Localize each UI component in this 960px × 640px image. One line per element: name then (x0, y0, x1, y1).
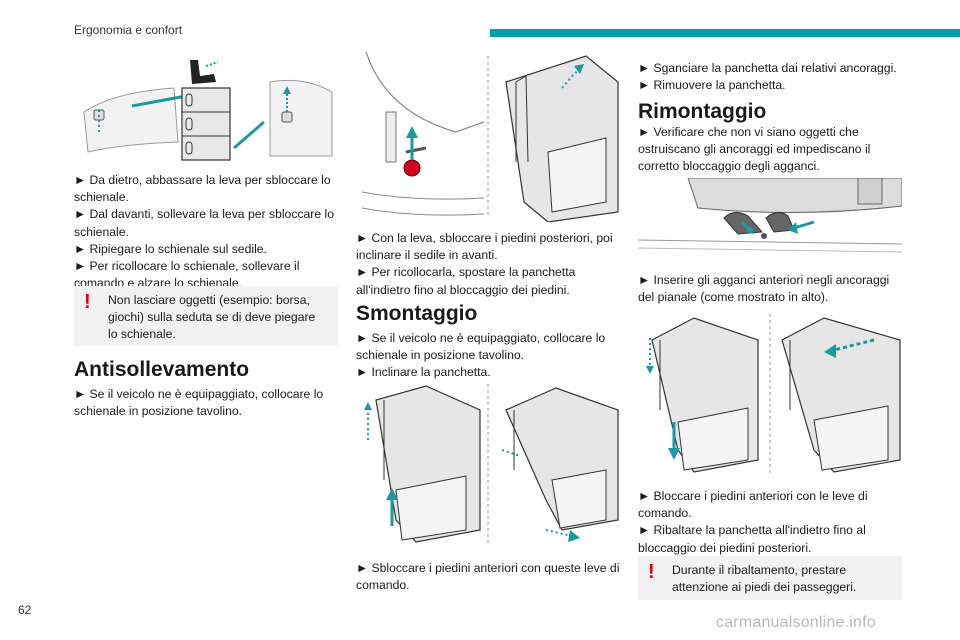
page-number: 62 (18, 603, 32, 617)
running-header: Ergonomia e confort (74, 23, 183, 37)
col3-steps4: ► Bloccare i piedini anteriori con le le… (638, 488, 904, 557)
warning-text: Non lasciare oggetti (esempio: borsa, gi… (108, 293, 316, 342)
header-accent-bar (490, 29, 960, 37)
col1-steps2: ► Se il veicolo ne è equipaggiato, collo… (74, 386, 340, 420)
step: ► Verificare che non vi siano oggetti ch… (638, 125, 871, 174)
warning-note-col1: ! Non lasciare oggetti (esempio: borsa, … (74, 286, 338, 346)
warning-text: Durante il ribaltamento, prestare attenz… (672, 563, 857, 595)
step: ► Ripiegare lo schienale sul sedile. (74, 241, 267, 256)
step: ► Per ricollocarla, spostare la panchett… (356, 265, 576, 297)
step: ► Sganciare la panchetta dai relativi an… (638, 61, 897, 75)
step: ► Se il veicolo ne è equipaggiato, collo… (74, 387, 324, 419)
step: ► Bloccare i piedini anteriori con le le… (638, 489, 868, 521)
step: ► Se il veicolo ne è equipaggiato, collo… (356, 331, 606, 363)
heading-antisollevamento: Antisollevamento (74, 358, 250, 381)
col1-steps: ► Da dietro, abbassare la leva per sbloc… (74, 172, 340, 292)
col3-steps2: ► Verificare che non vi siano oggetti ch… (638, 124, 904, 176)
step: ► Dal davanti, sollevare la leva per sbl… (74, 207, 335, 239)
col2-steps: ► Con la leva, sbloccare i piedini poste… (356, 230, 622, 299)
figure-tilt-bench (356, 380, 620, 550)
heading-smontaggio: Smontaggio (356, 302, 478, 325)
figure-floor-anchor (638, 178, 902, 266)
col3-steps3: ► Inserire gli agganci anteriori negli a… (638, 272, 904, 306)
step: ► Sbloccare i piedini anteriori con ques… (356, 561, 620, 593)
figure-seat-release-levers (74, 52, 338, 164)
figure-reinstall-bench (638, 310, 902, 480)
watermark: carmanualsonline.info (716, 614, 876, 631)
step: ► Ribaltare la panchetta all'indietro fi… (638, 523, 866, 555)
step: ► Inclinare la panchetta. (356, 365, 491, 380)
step: ► Inserire gli agganci anteriori negli a… (638, 273, 890, 305)
warning-icon: ! (84, 291, 91, 313)
heading-rimontaggio: Rimontaggio (638, 100, 767, 123)
step: ► Da dietro, abbassare la leva per sbloc… (74, 173, 331, 205)
step: ► Rimuovere la panchetta. (638, 78, 786, 93)
col3-steps: ► Sganciare la panchetta dai relativi an… (638, 60, 904, 94)
col2-steps3: ► Sbloccare i piedini anteriori con ques… (356, 560, 622, 594)
figure-rear-feet-lever (356, 52, 620, 222)
step: ► Con la leva, sbloccare i piedini poste… (356, 231, 613, 263)
warning-icon: ! (648, 561, 655, 583)
warning-note-col3: ! Durante il ribaltamento, prestare atte… (638, 556, 902, 600)
col2-steps2: ► Se il veicolo ne è equipaggiato, collo… (356, 330, 622, 382)
